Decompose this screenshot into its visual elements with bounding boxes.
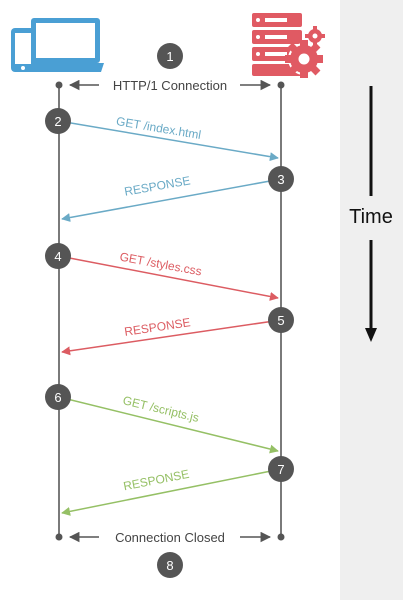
laptop-and-phone-icon [11, 18, 104, 72]
step-badge-7: 7 [268, 456, 294, 482]
connection-closed: Connection Closed [68, 530, 272, 545]
connection-open: HTTP/1 Connection [68, 78, 272, 93]
message-label-response-index: RESPONSE [123, 173, 191, 198]
step-badge-5: 5 [268, 307, 294, 333]
message-response-styles: RESPONSE [61, 315, 282, 356]
server-rack-with-gears-icon [252, 13, 325, 78]
message-get-index: GET /index.html [58, 114, 279, 162]
svg-text:1: 1 [166, 49, 173, 64]
step-badge-8: 8 [157, 552, 183, 578]
svg-text:4: 4 [54, 249, 61, 264]
svg-text:2: 2 [54, 114, 61, 129]
svg-text:5: 5 [277, 313, 284, 328]
step-badge-4: 4 [45, 243, 71, 269]
message-get-scripts: GET /scripts.js [58, 393, 279, 454]
step-badge-6: 6 [45, 384, 71, 410]
client-lifeline-end-dot [55, 533, 63, 541]
step-badge-2: 2 [45, 108, 71, 134]
svg-text:3: 3 [277, 172, 284, 187]
svg-text:8: 8 [166, 558, 173, 573]
connection-open-label: HTTP/1 Connection [113, 78, 227, 93]
svg-text:7: 7 [277, 462, 284, 477]
time-label: Time [349, 206, 393, 228]
step-badge-1: 1 [157, 43, 183, 69]
message-get-styles: GET /styles.css [58, 250, 279, 301]
server-lifeline-end-dot [277, 533, 285, 541]
message-response-scripts: RESPONSE [61, 467, 282, 516]
svg-text:6: 6 [54, 390, 61, 405]
step-badge-3: 3 [268, 166, 294, 192]
time-axis: Time [349, 86, 393, 342]
message-label-get-scripts: GET /scripts.js [121, 393, 200, 425]
message-response-index: RESPONSE [61, 173, 282, 222]
message-label-response-styles: RESPONSE [123, 315, 191, 339]
message-label-get-styles: GET /styles.css [119, 250, 203, 279]
client-lifeline-start-dot [55, 81, 63, 89]
connection-closed-label: Connection Closed [115, 530, 225, 545]
server-lifeline-start-dot [277, 81, 285, 89]
time-arrow-head [365, 328, 377, 342]
